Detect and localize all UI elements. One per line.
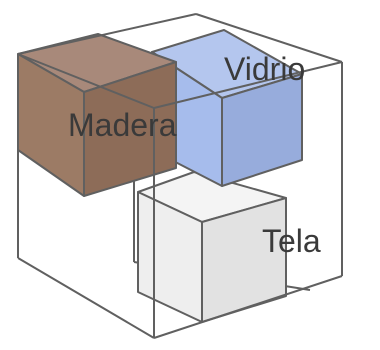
fabric-cube [137,171,287,323]
wood-label: Madera [68,107,177,143]
wood-cube [17,33,177,197]
fabric-label: Tela [262,223,321,259]
glass-label: Vidrio [224,51,305,87]
container-front-edges [17,13,343,339]
